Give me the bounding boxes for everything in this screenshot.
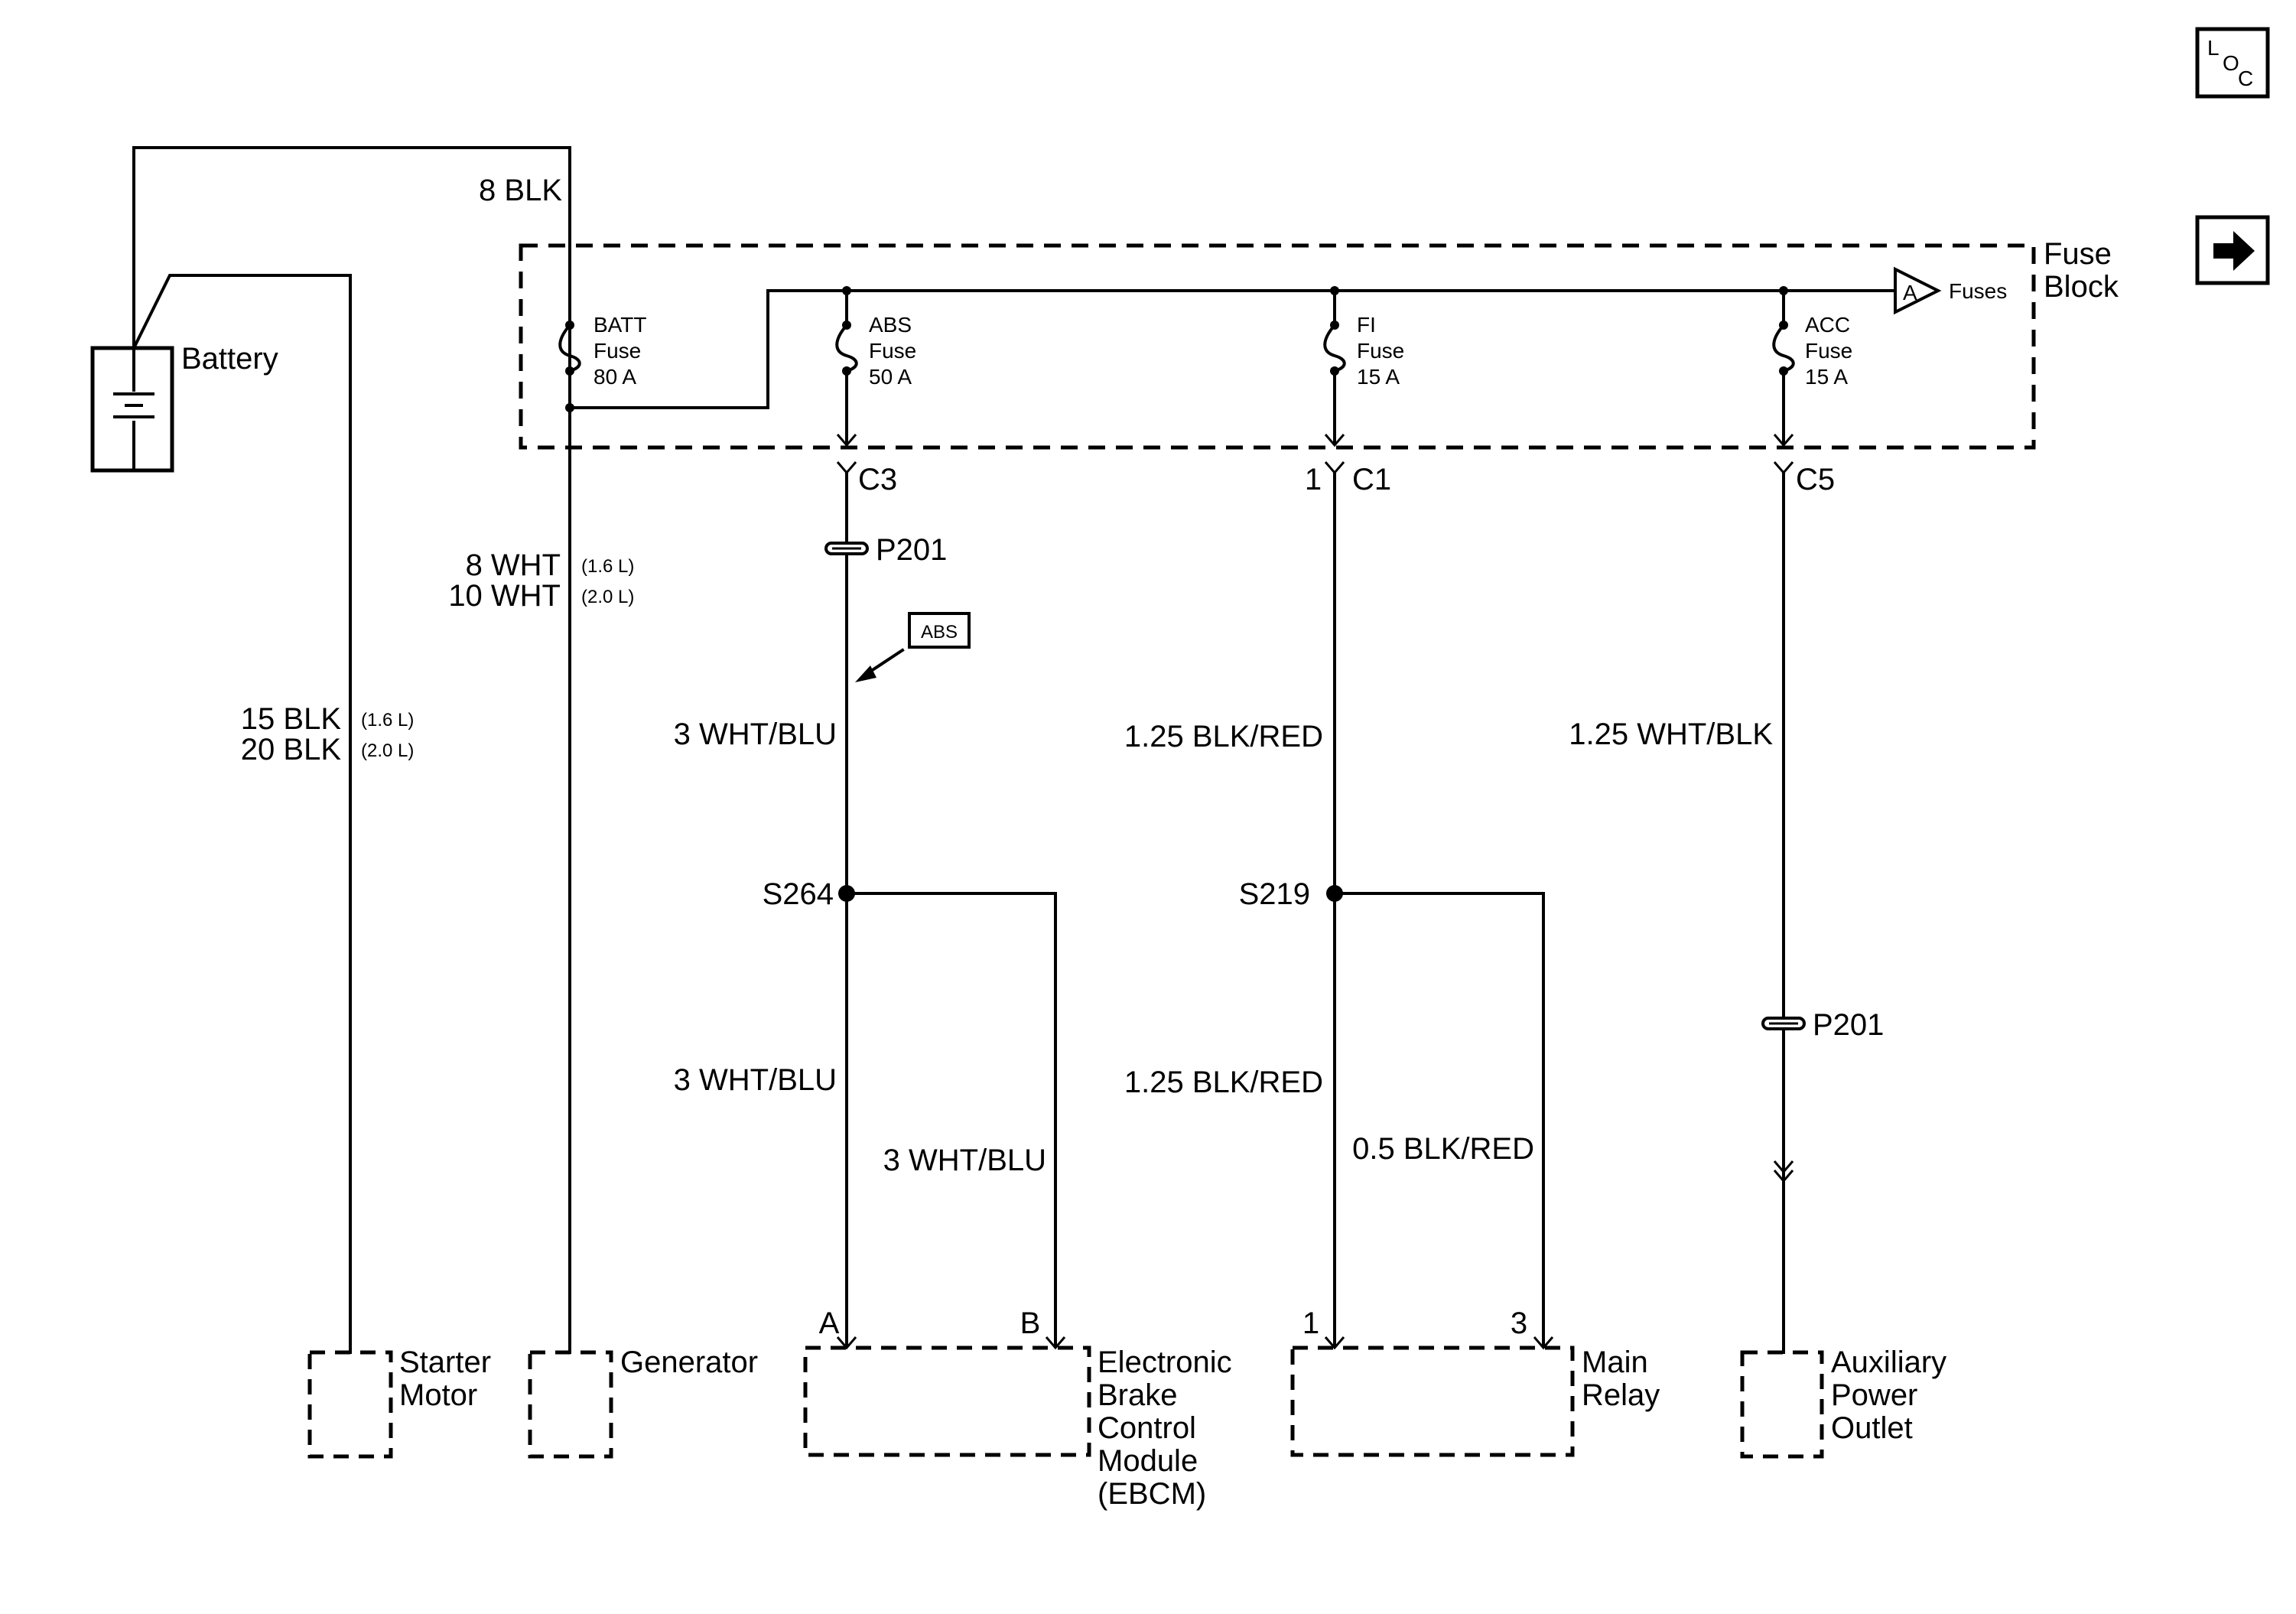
battery-label: Battery bbox=[181, 342, 278, 376]
loc-icon-c: C bbox=[2238, 67, 2253, 90]
wire-fi-branch bbox=[1333, 892, 1545, 1348]
abs-tag-text: ABS bbox=[921, 622, 958, 643]
fuses-ref-letter: A bbox=[1903, 281, 1917, 304]
outlet-label-1: Auxiliary bbox=[1831, 1346, 1946, 1379]
relay-pin-3: 3 bbox=[1511, 1306, 1527, 1340]
wire-label-8blk: 8 BLK bbox=[479, 174, 562, 207]
c1-connector bbox=[1324, 461, 1345, 475]
c3-connector bbox=[836, 461, 857, 475]
wire-label-acc: 1.25 WHT/BLK bbox=[1569, 718, 1773, 751]
relay-pin-1: 1 bbox=[1302, 1306, 1319, 1340]
ebcm-pin-b: B bbox=[1020, 1306, 1041, 1340]
wire-label-10wht: 10 WHT bbox=[448, 579, 561, 613]
main-relay-box bbox=[1290, 1346, 1575, 1457]
batt-fuse-rating: 80 A bbox=[594, 365, 636, 389]
wire-note-8wht: (1.6 L) bbox=[581, 556, 634, 577]
relay-label-1: Main bbox=[1582, 1346, 1648, 1379]
wire-label-8wht: 8 WHT bbox=[466, 548, 561, 582]
generator-label: Generator bbox=[620, 1346, 758, 1379]
batt-fuse bbox=[558, 321, 581, 376]
acc-fuse-rating: 15 A bbox=[1805, 365, 1848, 389]
ebcm-box bbox=[803, 1346, 1091, 1457]
wire-label-abs-branch: 3 WHT/BLU bbox=[883, 1144, 1046, 1177]
generator-box bbox=[528, 1350, 613, 1459]
p201-abs-label: P201 bbox=[876, 533, 947, 567]
abs-fuse-word: Fuse bbox=[869, 339, 916, 363]
fuse-block-label-2: Block bbox=[2044, 270, 2119, 304]
wire-label-abs-upper: 3 WHT/BLU bbox=[674, 718, 837, 751]
c5-connector bbox=[1773, 461, 1794, 475]
fi-fuse-rating: 15 A bbox=[1357, 365, 1400, 389]
acc-fuse bbox=[1772, 286, 1795, 447]
starter-label-1: Starter bbox=[399, 1346, 491, 1379]
wire-label-15blk: 15 BLK bbox=[241, 702, 342, 736]
starter-motor-box bbox=[307, 1350, 393, 1459]
wire-note-15blk: (1.6 L) bbox=[361, 710, 414, 731]
c5-label: C5 bbox=[1796, 463, 1835, 496]
outlet-label-3: Outlet bbox=[1831, 1411, 1913, 1445]
outlet-label-2: Power bbox=[1831, 1378, 1917, 1412]
wire-label-fi-branch: 0.5 BLK/RED bbox=[1352, 1132, 1534, 1166]
loc-icon-o: O bbox=[2223, 51, 2239, 75]
s264-label: S264 bbox=[763, 877, 834, 911]
ebcm-label-5: (EBCM) bbox=[1098, 1477, 1206, 1511]
ebcm-label-4: Module bbox=[1098, 1444, 1198, 1478]
fuse-block-label-1: Fuse bbox=[2044, 237, 2112, 271]
abs-fuse bbox=[835, 286, 858, 447]
fuse-bus-bar bbox=[568, 289, 1897, 409]
fuses-ref-text: Fuses bbox=[1949, 279, 2007, 303]
acc-fuse-name: ACC bbox=[1805, 313, 1850, 337]
loc-icon-l: L bbox=[2207, 36, 2220, 60]
wire-battery-starter bbox=[132, 274, 352, 1354]
abs-fuse-name: ABS bbox=[869, 313, 912, 337]
p201-acc-inline-connector bbox=[1761, 1017, 1806, 1030]
arrow-right-icon[interactable] bbox=[2195, 215, 2270, 285]
abs-fuse-rating: 50 A bbox=[869, 365, 912, 389]
fuses-ref-triangle bbox=[1894, 266, 1942, 315]
wire-battery-generator bbox=[132, 146, 571, 1354]
c1-label: C1 bbox=[1352, 463, 1391, 496]
fi-fuse bbox=[1323, 286, 1346, 447]
wire-label-abs-lower: 3 WHT/BLU bbox=[674, 1063, 837, 1097]
s219-label: S219 bbox=[1239, 877, 1310, 911]
relay-label-2: Relay bbox=[1582, 1378, 1660, 1412]
wire-note-10wht: (2.0 L) bbox=[581, 587, 634, 607]
p201-acc-label: P201 bbox=[1813, 1008, 1884, 1042]
ebcm-label-3: Control bbox=[1098, 1411, 1196, 1445]
ebcm-label-1: Electronic bbox=[1098, 1346, 1232, 1379]
acc-outlet-connector-1 bbox=[1773, 1160, 1794, 1174]
c1-pin: 1 bbox=[1305, 463, 1322, 496]
starter-label-2: Motor bbox=[399, 1378, 477, 1412]
wire-label-20blk: 20 BLK bbox=[241, 733, 342, 766]
wire-label-fi-lower: 1.25 BLK/RED bbox=[1124, 1066, 1323, 1099]
fi-fuse-word: Fuse bbox=[1357, 339, 1404, 363]
wire-label-fi-upper: 1.25 BLK/RED bbox=[1124, 720, 1323, 753]
acc-outlet-connector-2 bbox=[1773, 1170, 1794, 1183]
acc-fuse-word: Fuse bbox=[1805, 339, 1852, 363]
battery-symbol bbox=[90, 346, 174, 473]
ebcm-label-2: Brake bbox=[1098, 1378, 1178, 1412]
c3-label: C3 bbox=[858, 463, 897, 496]
p201-abs-inline-connector bbox=[824, 542, 869, 555]
batt-fuse-name: BATT bbox=[594, 313, 646, 337]
loc-icon[interactable]: L O C bbox=[2195, 27, 2270, 99]
wire-note-20blk: (2.0 L) bbox=[361, 740, 414, 761]
wire-abs-branch bbox=[845, 892, 1057, 1348]
batt-fuse-word: Fuse bbox=[594, 339, 641, 363]
fuse-block-outline bbox=[519, 243, 2036, 450]
ebcm-pin-a: A bbox=[819, 1306, 840, 1340]
abs-option-tag: ABS bbox=[855, 612, 971, 682]
aux-power-outlet-box bbox=[1740, 1350, 1824, 1459]
fi-fuse-name: FI bbox=[1357, 313, 1376, 337]
